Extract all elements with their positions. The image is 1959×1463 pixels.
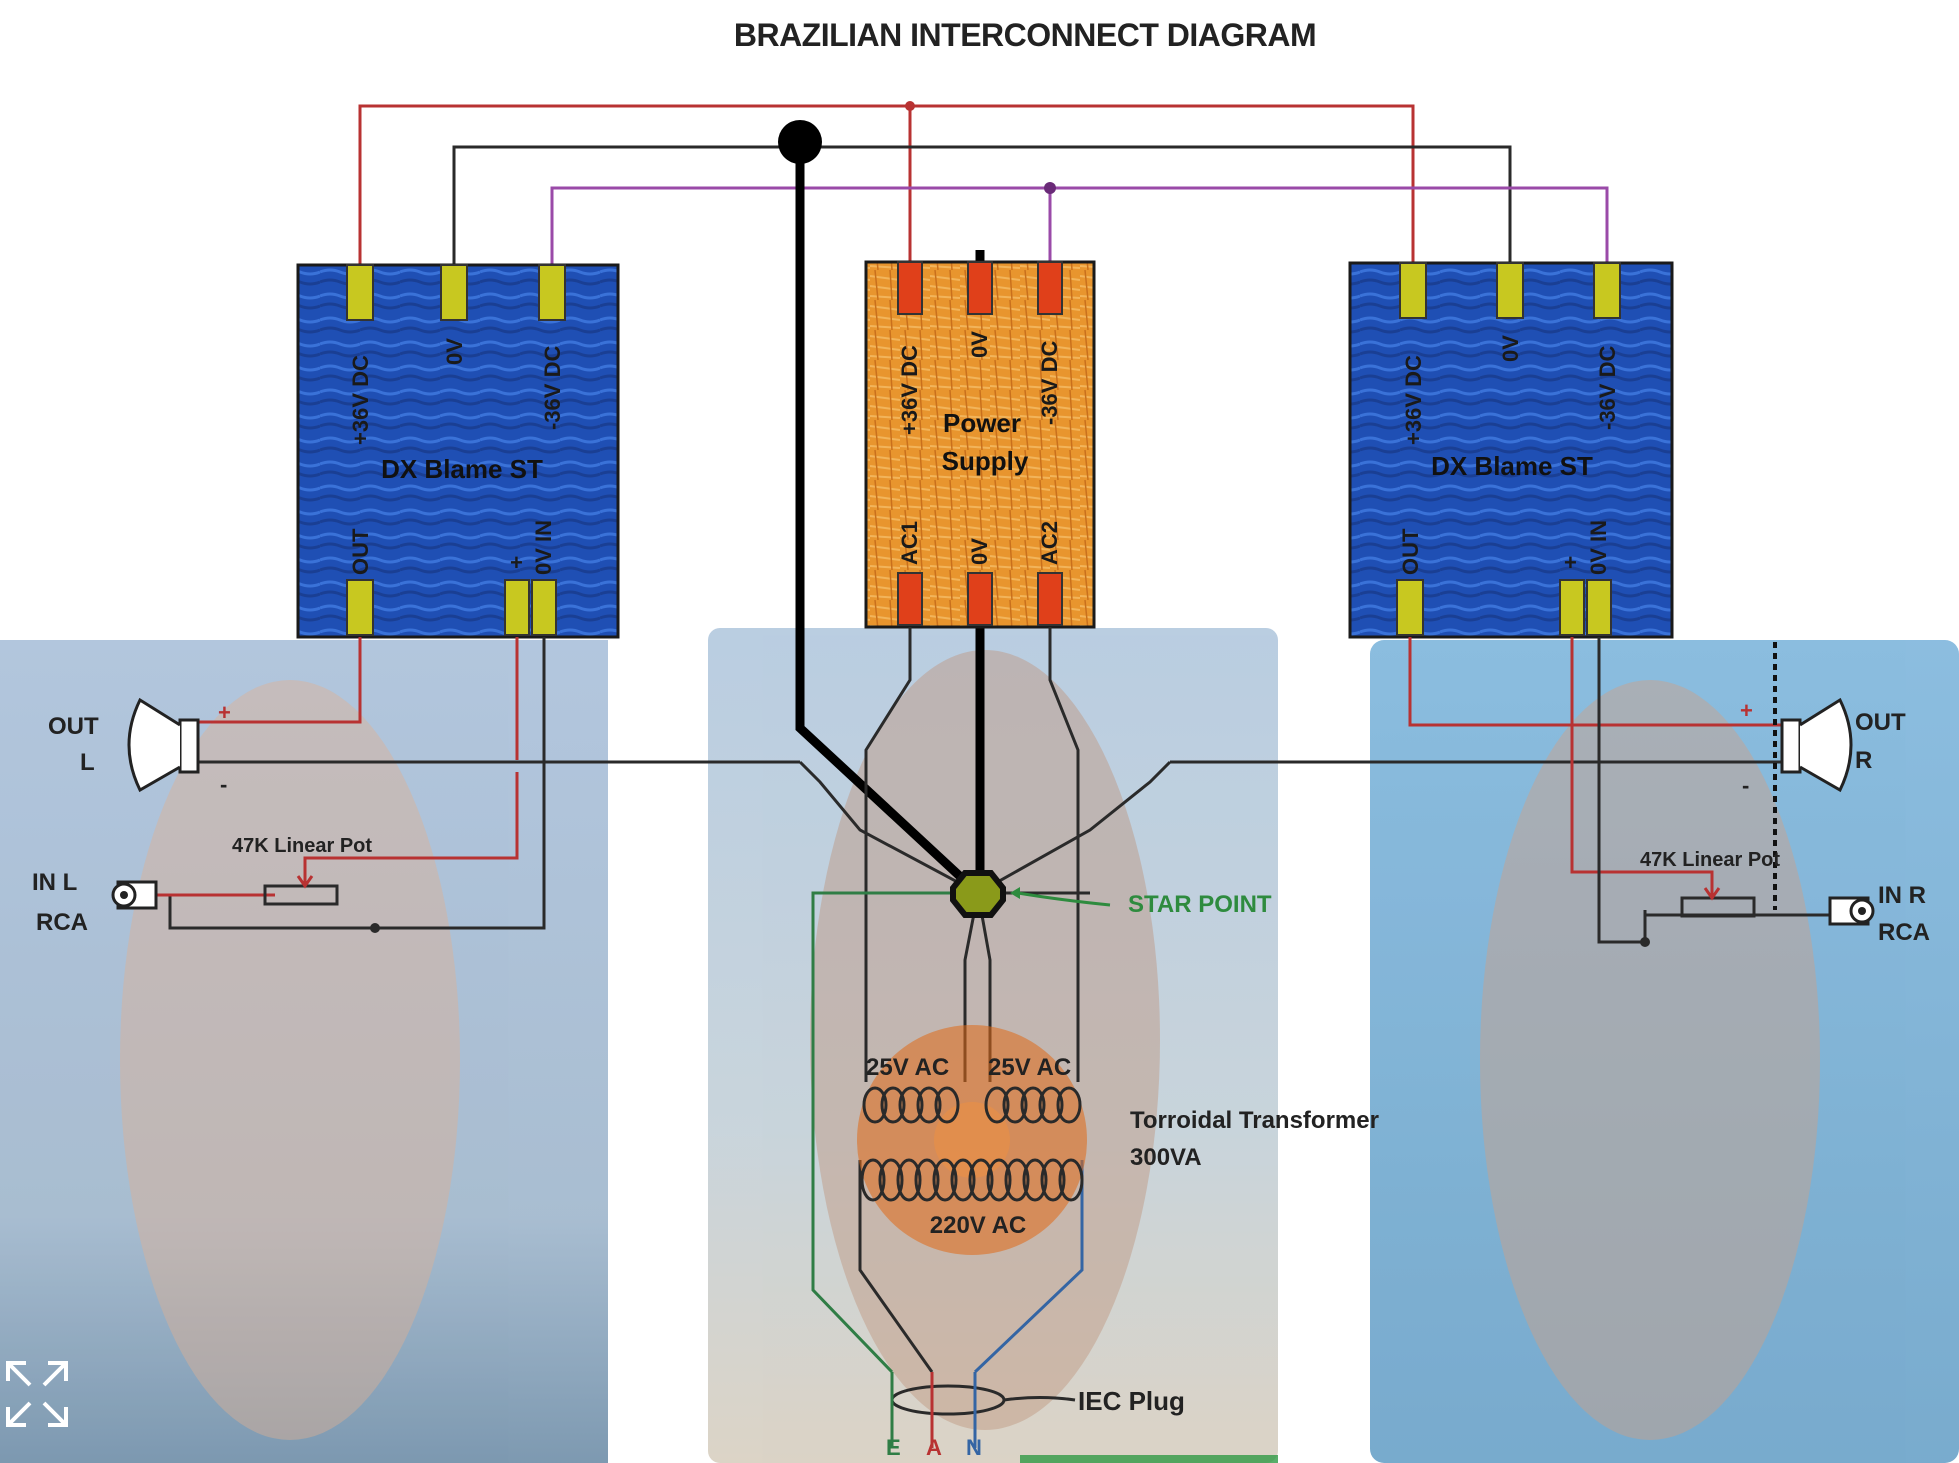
photo-panel-right	[1370, 640, 1959, 1463]
amp-right-label-plus: +	[1564, 550, 1577, 575]
amp-right-pin-pos36	[1399, 262, 1427, 319]
expand-arrows-icon[interactable]	[2, 1353, 72, 1435]
psu-label-ac2: AC2	[1037, 521, 1062, 565]
iec-plug-label: IEC Plug	[1078, 1386, 1185, 1416]
amp-left-label-neg36: -36V DC	[540, 346, 565, 430]
amp-right-label-neg36: -36V DC	[1595, 346, 1620, 430]
figure-right	[1480, 680, 1820, 1440]
amp-right-pin-0vin	[1586, 579, 1612, 636]
amp-left-name: DX Blame ST	[381, 454, 543, 484]
amp-left-pin-out	[346, 579, 374, 636]
psu-pin-ac2	[1037, 572, 1063, 626]
left-minus-label: -	[220, 772, 227, 797]
rca-left-icon	[111, 880, 158, 910]
left-plus-label: +	[218, 700, 231, 725]
rca-right-icon	[1828, 896, 1875, 926]
iec-pin-n: N	[966, 1435, 982, 1460]
pot-left-icon	[263, 884, 339, 906]
iec-pin-e: E	[886, 1435, 901, 1460]
transformer-wiring	[811, 627, 1084, 1374]
amp-left-label-out: OUT	[348, 528, 373, 575]
psu-label-pos36: +36V DC	[897, 345, 922, 435]
iec-plug: IEC Plug E A N	[886, 1372, 1278, 1463]
in-right-label-2: RCA	[1878, 919, 1930, 946]
amp-right-label-pos36: +36V DC	[1401, 355, 1426, 445]
secondary-1-label: 25V AC	[866, 1054, 949, 1081]
primary-label: 220V AC	[930, 1212, 1027, 1239]
amp-left-pin-pos36	[346, 264, 374, 321]
psu-name-line2: Supply	[942, 446, 1029, 476]
psu-name-line1: Power	[943, 408, 1021, 438]
psu-pin-ac1	[897, 572, 923, 626]
star-ground-wire	[795, 142, 982, 897]
amp-right-pin-0v	[1496, 262, 1524, 319]
psu-label-0v-bottom: 0V	[967, 538, 992, 565]
toroidal-transformer: 25V AC 25V AC 220V AC Torroidal Transfor…	[857, 1025, 1379, 1255]
secondary-coil-1-icon	[862, 1086, 960, 1124]
supply-bus-wires	[358, 101, 1609, 265]
amp-right-pin-neg36	[1593, 262, 1621, 319]
in-right-label-1: IN R	[1878, 882, 1926, 909]
figure-left	[120, 680, 460, 1440]
out-right-label-1: OUT	[1855, 709, 1906, 736]
pot-right-label: 47K Linear Pot	[1640, 849, 1780, 871]
amp-left-pin-0vin	[531, 579, 557, 636]
psu-pin-neg36	[1037, 261, 1063, 315]
amp-left-pin-0v	[440, 264, 468, 321]
in-left-label-1: IN L	[32, 869, 77, 896]
primary-coil-icon	[860, 1158, 1084, 1202]
amp-left-label-plus: +	[510, 550, 523, 575]
psu-label-ac1: AC1	[897, 521, 922, 565]
amp-right-label-out: OUT	[1398, 528, 1423, 575]
star-point-label: STAR POINT	[1128, 891, 1272, 918]
out-right-label-2: R	[1855, 747, 1872, 774]
speaker-right-icon	[1780, 697, 1853, 793]
amp-left-label-0vin: 0V IN	[531, 520, 556, 575]
amp-left-pin-neg36	[538, 264, 566, 321]
psu-pin-pos36	[897, 261, 923, 315]
psu-label-0v: 0V	[967, 331, 992, 358]
transformer-label-2: 300VA	[1130, 1144, 1202, 1171]
in-left-label-2: RCA	[36, 909, 88, 936]
amp-right-pin-plus	[1559, 579, 1585, 636]
right-channel-wiring: OUT R + - 47K Linear Pot IN R RCA	[1170, 637, 1930, 947]
left-channel-wiring: OUT L + - 47K Linear Pot IN L RCA	[32, 637, 800, 936]
psu-pin-0v-bottom	[967, 572, 993, 626]
secondary-coil-2-icon	[984, 1086, 1082, 1124]
speaker-left-icon	[127, 697, 200, 793]
psu-module: +36V DC 0V -36V DC Power Supply AC1 0V A…	[864, 260, 1096, 629]
amp-left-label-0v: 0V	[442, 338, 467, 365]
pot-right-icon	[1680, 896, 1756, 918]
star-point: STAR POINT	[950, 870, 1272, 918]
out-left-label-1: OUT	[48, 713, 99, 740]
amp-right-name: DX Blame ST	[1431, 451, 1593, 481]
out-left-label-2: L	[80, 749, 95, 776]
transformer-label-1: Torroidal Transformer	[1130, 1107, 1379, 1134]
amp-module-right: +36V DC 0V -36V DC DX Blame ST OUT + 0V …	[1348, 261, 1674, 639]
psu-label-neg36: -36V DC	[1037, 341, 1062, 425]
pot-left-label: 47K Linear Pot	[232, 835, 372, 857]
amp-right-label-0vin: 0V IN	[1586, 520, 1611, 575]
right-minus-label: -	[1742, 773, 1749, 798]
diagram-title: BRAZILIAN INTERCONNECT DIAGRAM	[734, 17, 1316, 53]
amp-right-label-0v: 0V	[1498, 335, 1523, 362]
amp-left-pin-plus	[504, 579, 530, 636]
right-plus-label: +	[1740, 698, 1753, 723]
iec-pin-a: A	[926, 1435, 942, 1460]
amp-left-label-pos36: +36V DC	[348, 355, 373, 445]
amp-module-left: +36V DC 0V -36V DC DX Blame ST OUT + 0V …	[296, 263, 620, 639]
secondary-2-label: 25V AC	[988, 1054, 1071, 1081]
psu-pin-0v	[967, 261, 993, 315]
photo-panel-left	[0, 640, 608, 1463]
amp-right-pin-out	[1396, 579, 1424, 636]
